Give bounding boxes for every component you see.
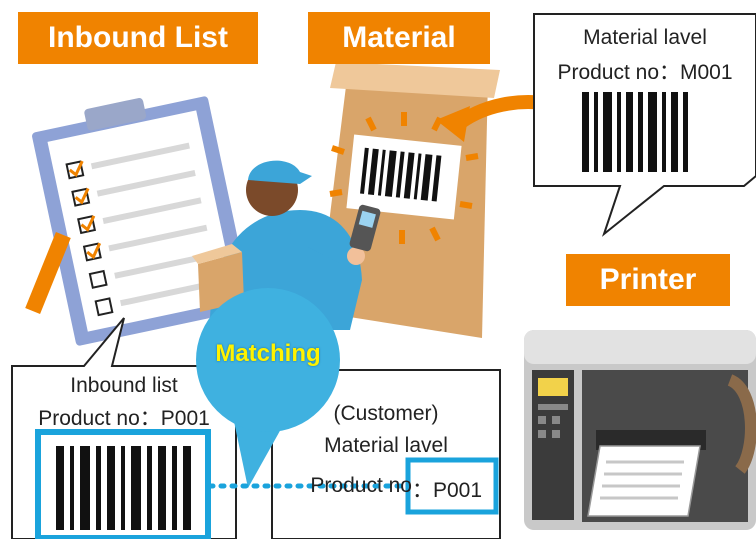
barcode-icon: [360, 147, 442, 202]
inbound-list-callout-bubble: [11, 317, 237, 539]
customer-product-highlight: [405, 457, 499, 515]
pencil-icon: [25, 231, 71, 315]
check-icon: [71, 187, 91, 207]
inbound-list-label: Inbound List: [18, 12, 258, 64]
customer-label-callout-bubble: [271, 369, 501, 539]
barcode-icon: [582, 92, 688, 172]
inbound-callout-line1: Inbound list: [70, 374, 178, 397]
barcode-icon: [56, 446, 191, 530]
printer-label: Printer: [566, 254, 730, 306]
material-callout-line2: Product no：M001: [557, 61, 733, 84]
material-label: Material: [308, 12, 490, 64]
customer-callout-line3-prefix: Product no: [310, 474, 412, 497]
scanner-icon: [349, 204, 381, 252]
customer-callout-line2: Material lavel: [324, 434, 448, 457]
customer-callout-line1: (Customer): [333, 402, 439, 425]
material-callout-line1: Material lavel: [583, 26, 707, 49]
matching-text: Matching: [215, 340, 321, 367]
material-label-callout-bubble: [533, 13, 756, 237]
clipboard-icon: [32, 96, 252, 346]
inbound-callout-line2: Product no：P001: [38, 407, 210, 430]
check-icon: [82, 242, 102, 262]
check-icon: [77, 215, 97, 235]
matching-bubble: [196, 288, 340, 488]
printer-icon: [524, 330, 756, 530]
check-icon: [65, 160, 85, 180]
customer-callout-line3-value: ：P001: [412, 479, 483, 502]
box-icon: [192, 244, 244, 312]
